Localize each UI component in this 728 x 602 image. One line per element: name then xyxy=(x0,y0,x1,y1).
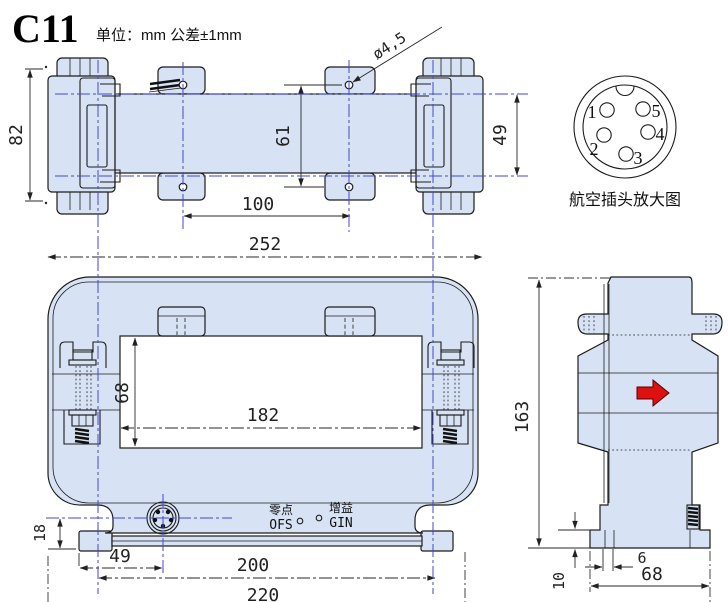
right-foot xyxy=(420,530,454,552)
connector-detail-view: 1 5 2 4 3 航空插头放大图 xyxy=(569,75,681,209)
dim-68-front: 68 xyxy=(112,382,133,404)
gain-label-en: GIN xyxy=(329,516,352,531)
right-clamp-top xyxy=(410,57,484,215)
units-tolerance-note: 单位：mm 公差±1mm xyxy=(96,27,242,44)
pin-hole-2 xyxy=(596,127,612,143)
ofs-trimmer-hole[interactable] xyxy=(296,517,304,525)
pin-hole-1 xyxy=(599,102,615,118)
pin-label-5: 5 xyxy=(652,101,661,121)
dim-82: 82 xyxy=(6,124,27,146)
pin-hole-5 xyxy=(635,101,651,117)
dim-163: 163 xyxy=(512,401,533,434)
current-direction-arrow xyxy=(636,378,670,408)
dim-252: 252 xyxy=(249,234,282,255)
pin-label-4: 4 xyxy=(656,124,665,144)
core-window xyxy=(119,335,423,449)
left-foot xyxy=(78,530,113,552)
terminal-screw-block xyxy=(686,504,700,530)
connector-inner-ring xyxy=(582,84,668,170)
dim-6: 6 xyxy=(637,549,646,567)
screw-side-view xyxy=(148,78,182,93)
gain-label-cn: 增益 xyxy=(329,501,353,515)
pin-label-1: 1 xyxy=(588,102,597,122)
top-bar-body xyxy=(112,93,423,174)
dim-49-top: 49 xyxy=(490,124,511,146)
dim-49-front: 49 xyxy=(109,546,131,567)
pin-label-2: 2 xyxy=(590,139,599,159)
front-view-dimensions: 252 68 182 18 49 200 220 xyxy=(31,234,483,602)
pin-label-3: 3 xyxy=(634,148,643,168)
side-body xyxy=(577,276,723,549)
gin-trimmer-hole[interactable] xyxy=(315,514,323,522)
drawing-title: C11 xyxy=(12,6,79,51)
pin-hole-4 xyxy=(640,124,656,140)
connector-key-notch xyxy=(615,86,635,97)
zero-label-cn: 零点 xyxy=(269,503,293,517)
right-clamp-front xyxy=(422,341,475,445)
dim-220: 220 xyxy=(247,585,280,602)
dim-68-side: 68 xyxy=(641,564,663,585)
dim-61: 61 xyxy=(273,125,294,147)
front-top-tabs xyxy=(157,306,376,337)
left-clamp-front xyxy=(52,341,120,445)
dim-10: 10 xyxy=(550,572,568,590)
side-view xyxy=(577,276,723,549)
top-tab xyxy=(324,66,376,95)
dim-100: 100 xyxy=(242,194,275,215)
zero-label-en: OFS xyxy=(269,518,292,533)
dim-182: 182 xyxy=(247,405,280,426)
top-view xyxy=(47,57,484,215)
dim-hole-diameter: ø4,5 xyxy=(369,28,409,63)
centerlines xyxy=(46,60,528,594)
panel-labels: 零点 OFS 增益 GIN xyxy=(269,501,353,533)
connector-outer-ring xyxy=(573,75,677,179)
pin-hole-3 xyxy=(618,146,634,162)
dim-200: 200 xyxy=(237,555,270,576)
side-view-dimensions: 163 10 6 68 xyxy=(512,277,711,602)
dim-18: 18 xyxy=(31,524,49,542)
connector-caption: 航空插头放大图 xyxy=(569,191,681,209)
left-clamp-top xyxy=(47,57,121,215)
